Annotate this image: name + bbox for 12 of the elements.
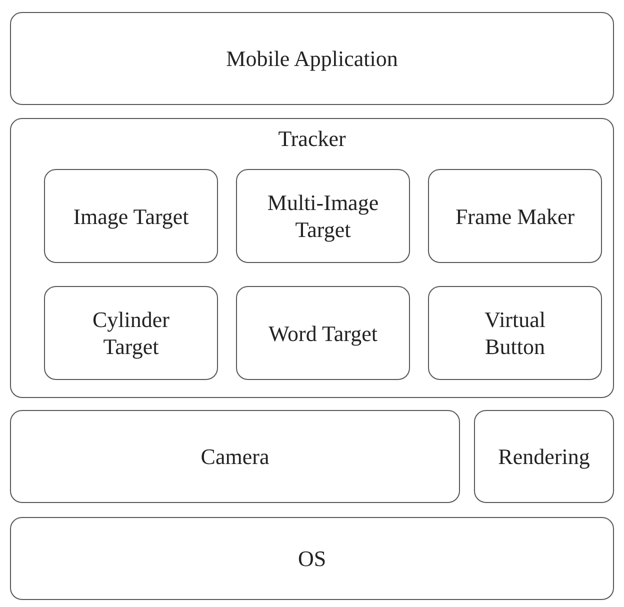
layer-panel (10, 118, 614, 398)
component-box: Frame Maker (428, 169, 602, 263)
layer-box: Mobile Application (10, 12, 614, 105)
component-box: Multi-Image Target (236, 169, 410, 263)
layer-box: Camera (10, 410, 460, 503)
component-box: Cylinder Target (44, 286, 218, 380)
layer-box: OS (10, 517, 614, 600)
component-box: Word Target (236, 286, 410, 380)
layer-title: Tracker (278, 126, 346, 151)
component-box: Virtual Button (428, 286, 602, 380)
layer-box: Rendering (474, 410, 614, 503)
component-box: Image Target (44, 169, 218, 263)
